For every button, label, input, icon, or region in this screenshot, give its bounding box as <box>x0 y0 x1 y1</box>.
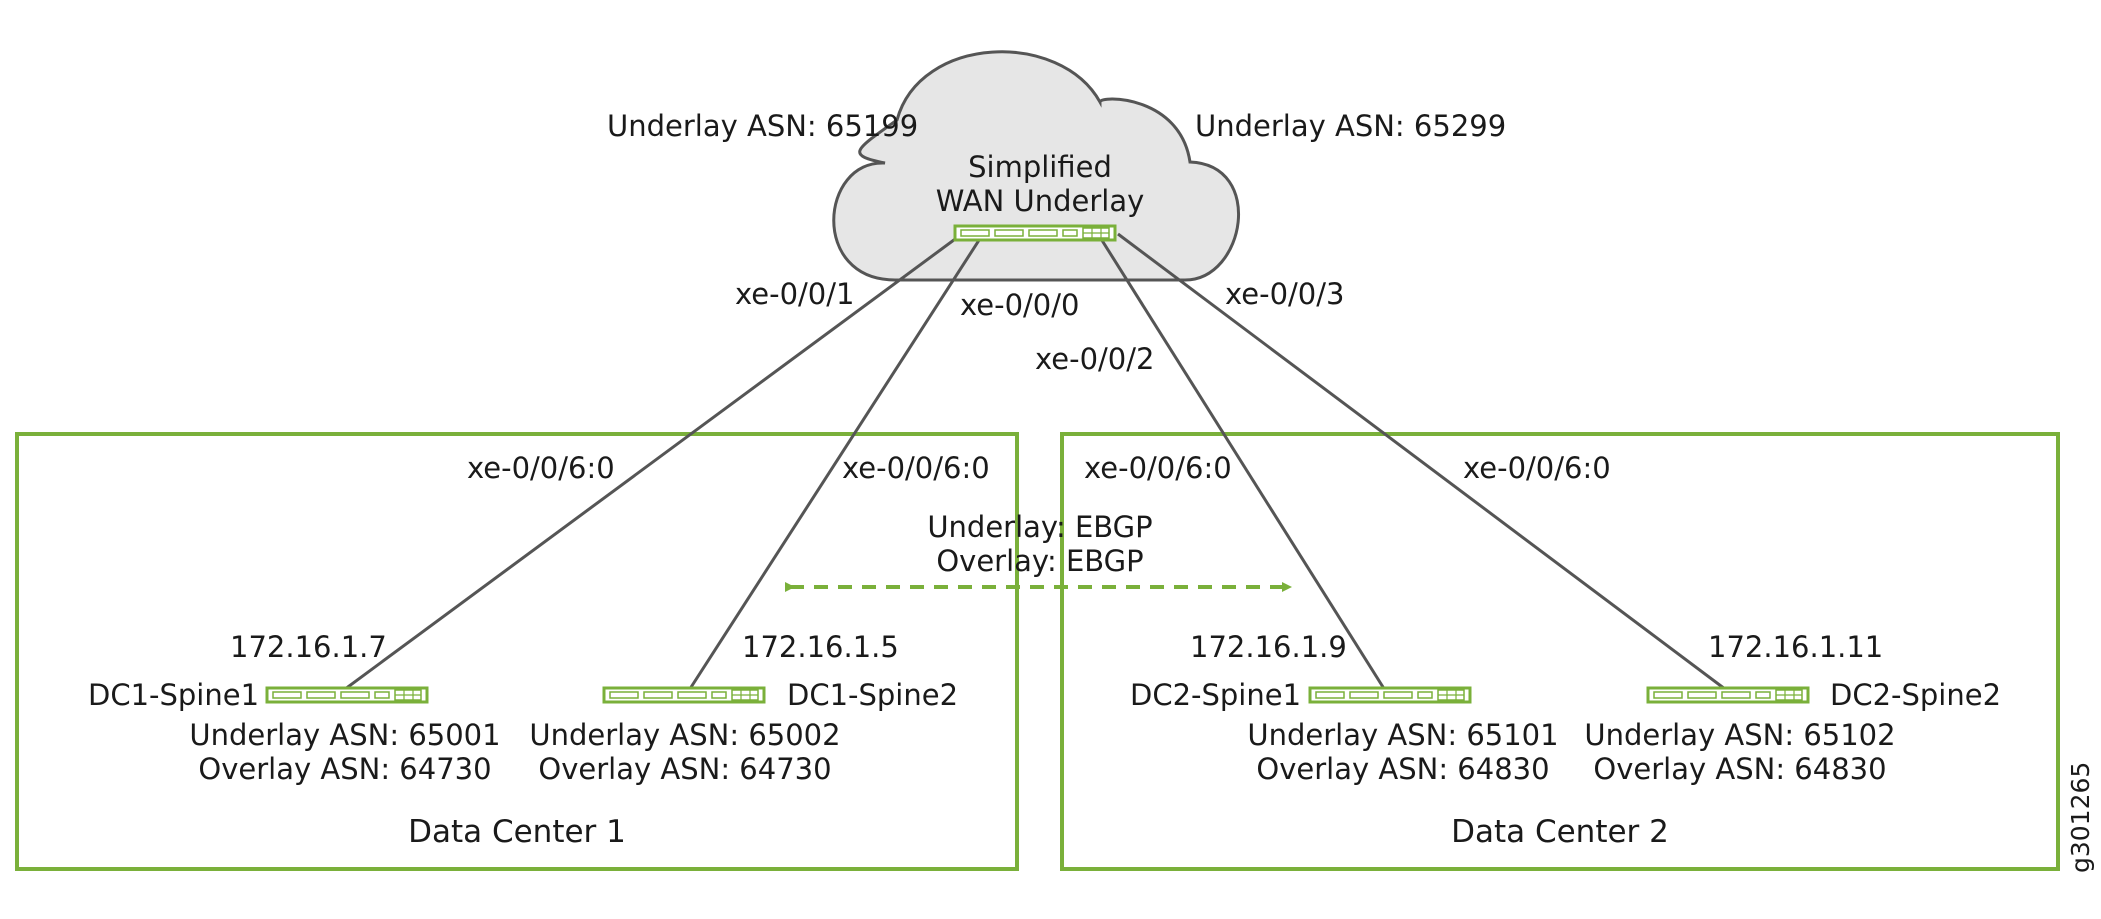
dc1-spine2-asn: Underlay ASN: 65002 Overlay ASN: 64730 <box>520 718 850 786</box>
link-xe-0-0-2 <box>1096 233 1390 696</box>
dc1-spine1-ip: 172.16.1.7 <box>230 630 387 664</box>
dc2-spine1-name: DC2-Spine1 <box>1130 678 1302 712</box>
port-label-xe-0-0-1: xe-0/0/1 <box>735 277 855 311</box>
dc2-spine2-switch-icon <box>1646 686 1810 704</box>
dc1-spine1-overlay-asn: Overlay ASN: 64730 <box>198 752 492 786</box>
datacenter-2-box <box>1060 432 2060 871</box>
datacenter-1-box <box>15 432 1019 871</box>
dc2-spine2-overlay-asn: Overlay ASN: 64830 <box>1593 752 1887 786</box>
port-label-xe-0-0-3: xe-0/0/3 <box>1225 277 1345 311</box>
dc1-spine2-ip: 172.16.1.5 <box>742 630 899 664</box>
wan-title: Simplified WAN Underlay <box>900 150 1180 218</box>
dc2-spine1-switch-icon <box>1308 686 1472 704</box>
dc2-spine1-underlay-asn: Underlay ASN: 65101 <box>1247 718 1559 752</box>
dc1-spine2-underlay-asn: Underlay ASN: 65002 <box>529 718 841 752</box>
dc1-spine1-port: xe-0/0/6:0 <box>467 451 615 485</box>
peering-label: Underlay: EBGP Overlay: EBGP <box>900 510 1180 578</box>
datacenter-1-title: Data Center 1 <box>408 814 626 850</box>
dc1-spine2-name: DC1-Spine2 <box>787 678 959 712</box>
wan-asn-left: Underlay ASN: 65199 <box>607 109 919 143</box>
dc1-spine2-switch-icon <box>602 686 766 704</box>
dc2-spine1-port: xe-0/0/6:0 <box>1084 451 1232 485</box>
dc1-spine2-port: xe-0/0/6:0 <box>842 451 990 485</box>
dc2-spine2-port: xe-0/0/6:0 <box>1463 451 1611 485</box>
wan-asn-right: Underlay ASN: 65299 <box>1195 109 1507 143</box>
dc1-spine1-asn: Underlay ASN: 65001 Overlay ASN: 64730 <box>180 718 510 786</box>
port-label-xe-0-0-2: xe-0/0/2 <box>1035 342 1155 376</box>
wan-title-line2: WAN Underlay <box>935 184 1145 218</box>
dc2-spine1-overlay-asn: Overlay ASN: 64830 <box>1256 752 1550 786</box>
dc2-spine1-asn: Underlay ASN: 65101 Overlay ASN: 64830 <box>1238 718 1568 786</box>
dc2-spine1-ip: 172.16.1.9 <box>1190 630 1347 664</box>
wan-cloud <box>832 50 1240 282</box>
port-label-xe-0-0-0: xe-0/0/0 <box>960 288 1080 322</box>
dc1-spine2-overlay-asn: Overlay ASN: 64730 <box>538 752 832 786</box>
peering-underlay: Underlay: EBGP <box>927 510 1153 544</box>
figure-id: g301265 <box>2066 761 2095 873</box>
dc1-spine1-name: DC1-Spine1 <box>88 678 260 712</box>
dc2-spine2-name: DC2-Spine2 <box>1830 678 2002 712</box>
dc1-spine1-switch-icon <box>265 686 429 704</box>
datacenter-2-title: Data Center 2 <box>1451 814 1669 850</box>
link-xe-0-0-1 <box>336 232 963 697</box>
dc1-spine1-underlay-asn: Underlay ASN: 65001 <box>189 718 501 752</box>
dc2-spine2-ip: 172.16.1.11 <box>1708 630 1884 664</box>
wan-router-icon <box>953 224 1117 242</box>
link-xe-0-0-0 <box>684 233 985 696</box>
dc2-spine2-underlay-asn: Underlay ASN: 65102 <box>1584 718 1896 752</box>
peering-overlay: Overlay: EBGP <box>936 544 1144 578</box>
link-xe-0-0-3 <box>1117 232 1734 697</box>
dc2-spine2-asn: Underlay ASN: 65102 Overlay ASN: 64830 <box>1575 718 1905 786</box>
wan-title-line1: Simplified <box>968 150 1112 184</box>
